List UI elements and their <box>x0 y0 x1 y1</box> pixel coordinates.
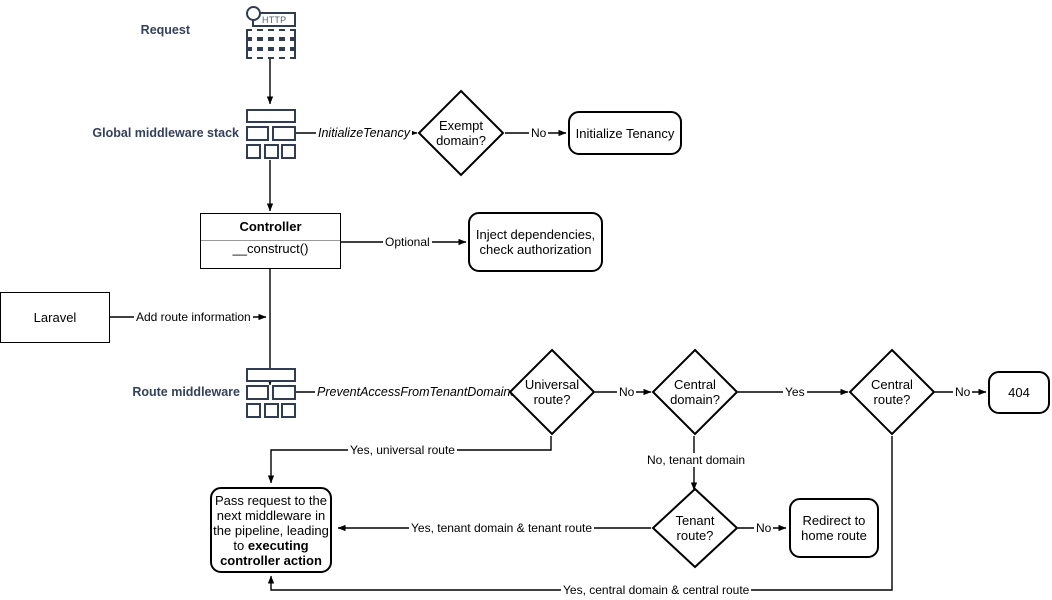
node-laravel-label: Laravel <box>33 310 77 325</box>
http-icon-label: HTTP <box>262 15 287 25</box>
stack-icon-bottom-3 <box>281 144 296 159</box>
edge-label-yes-universal-route: Yes, universal route <box>348 443 457 457</box>
central-domain-line2: domain? <box>670 392 720 407</box>
universal-route-line2: route? <box>533 392 571 407</box>
decision-central-domain-label: Central domain? <box>651 348 739 436</box>
decision-universal-route[interactable]: Universal route? <box>508 348 596 436</box>
controller-construct-method: __construct() <box>232 241 309 256</box>
decision-central-route-label: Central route? <box>848 348 936 436</box>
central-route-line2: route? <box>873 392 911 407</box>
pass-request-line2: next middleware in <box>216 507 326 523</box>
node-404-label: 404 <box>1008 385 1030 400</box>
route-stack-icon-top-bar <box>246 368 296 382</box>
decision-central-domain[interactable]: Central domain? <box>651 348 739 436</box>
edge-label-central-domain-yes: Yes <box>783 385 807 399</box>
universal-route-line1: Universal <box>524 377 580 392</box>
inject-dependencies-line2: check authorization <box>479 242 592 257</box>
http-icon-row-3 <box>246 49 296 59</box>
node-redirect-home-route[interactable]: Redirect to home route <box>789 498 879 558</box>
pass-request-bold-executing: executing <box>247 537 309 553</box>
pass-request-line3: the pipeline, leading <box>213 522 329 538</box>
inject-dependencies-line1: Inject dependencies, <box>475 227 596 242</box>
node-controller[interactable]: Controller __construct() <box>200 213 341 269</box>
global-middleware-stack-icon <box>246 109 296 159</box>
http-request-icon: HTTP <box>246 4 296 59</box>
route-middleware-stack-icon <box>246 368 296 418</box>
node-pass-request-next-middleware[interactable]: Pass request to the next middleware in t… <box>210 487 332 573</box>
controller-title: Controller <box>201 214 340 241</box>
decision-tenant-route[interactable]: Tenant route? <box>651 487 739 569</box>
http-icon-row-1 <box>246 29 296 39</box>
stack-icon-top-bar <box>246 109 296 123</box>
redirect-home-line2: home route <box>801 528 867 543</box>
decision-exempt-domain[interactable]: Exempt domain? <box>417 89 505 177</box>
edge-label-universal-no: No <box>617 385 637 399</box>
edge-label-central-domain-no-tenant: No, tenant domain <box>645 453 748 467</box>
decision-universal-route-label: Universal route? <box>508 348 596 436</box>
edge-label-tenant-route-no: No <box>754 521 774 535</box>
route-stack-icon-bottom-1 <box>246 403 261 418</box>
decision-central-route[interactable]: Central route? <box>848 348 936 436</box>
route-stack-icon-bottom-3 <box>281 403 296 418</box>
node-inject-dependencies[interactable]: Inject dependencies, check authorization <box>468 212 603 272</box>
exempt-domain-line2: domain? <box>436 133 486 148</box>
edge-label-prevent-access: PreventAccessFromTenantDomains <box>315 385 519 399</box>
edge-label-yes-tenant-domain-tenant-route: Yes, tenant domain & tenant route <box>409 521 595 535</box>
redirect-home-line1: Redirect to <box>802 513 866 528</box>
edge-label-exempt-no: No <box>529 126 549 140</box>
label-route-middleware: Route middleware <box>132 385 240 399</box>
edge-label-central-route-no: No <box>953 385 973 399</box>
stack-icon-bottom-2 <box>264 144 279 159</box>
node-404[interactable]: 404 <box>988 371 1050 414</box>
http-icon-circle <box>246 6 261 21</box>
http-icon-row-2 <box>246 39 296 49</box>
stack-icon-bottom-1 <box>246 144 261 159</box>
pass-request-bold-controller-action: controller action <box>220 552 322 568</box>
edge-label-controller-optional: Optional <box>383 235 432 249</box>
central-route-line1: Central <box>871 377 913 392</box>
label-global-middleware-stack: Global middleware stack <box>92 126 239 140</box>
decision-tenant-route-label: Tenant route? <box>651 487 739 569</box>
route-stack-icon-mid-right <box>272 385 296 400</box>
node-laravel[interactable]: Laravel <box>0 292 110 343</box>
edge-label-add-route-information: Add route information <box>134 310 253 324</box>
pass-request-line1: Pass request to the <box>214 492 327 508</box>
central-domain-line1: Central <box>674 377 716 392</box>
label-request: Request <box>140 23 190 37</box>
stack-icon-mid-right <box>272 126 296 141</box>
node-initialize-tenancy[interactable]: Initialize Tenancy <box>568 111 682 155</box>
tenant-route-line1: Tenant <box>675 513 715 528</box>
route-stack-icon-mid-left <box>246 385 269 400</box>
pass-request-line4-prefix: to <box>233 537 248 553</box>
decision-exempt-domain-label: Exempt domain? <box>417 89 505 177</box>
exempt-domain-line1: Exempt <box>438 118 484 133</box>
tenant-route-line2: route? <box>676 528 714 543</box>
stack-icon-mid-left <box>246 126 269 141</box>
route-stack-icon-bottom-2 <box>264 403 279 418</box>
node-initialize-tenancy-label: Initialize Tenancy <box>575 125 675 141</box>
edge-label-yes-central-domain-central-route: Yes, central domain & central route <box>561 583 752 597</box>
edge-label-initialize-tenancy: InitializeTenancy <box>316 126 412 140</box>
